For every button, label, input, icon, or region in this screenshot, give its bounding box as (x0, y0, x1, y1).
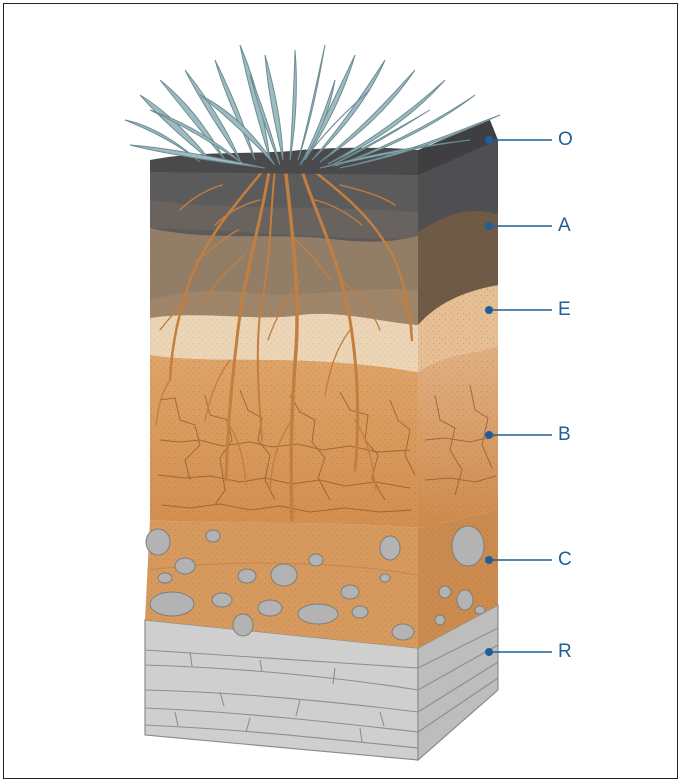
pointer-dot-o (485, 136, 493, 144)
pointer-dot-b (485, 431, 493, 439)
horizon-label-o: O (558, 129, 573, 151)
b-horizon (150, 345, 498, 528)
o-horizon-grass (125, 45, 500, 175)
pointer-dot-c (485, 556, 493, 564)
horizon-label-b: B (558, 424, 571, 446)
a-horizon (150, 168, 418, 325)
pointer-dot-a (485, 222, 493, 230)
horizon-label-a: A (558, 215, 571, 237)
pointer-dot-e (485, 306, 493, 314)
horizon-label-c: C (558, 549, 572, 571)
pointer-dot-r (485, 648, 493, 656)
horizon-label-e: E (558, 299, 571, 321)
horizon-label-r: R (558, 641, 572, 663)
